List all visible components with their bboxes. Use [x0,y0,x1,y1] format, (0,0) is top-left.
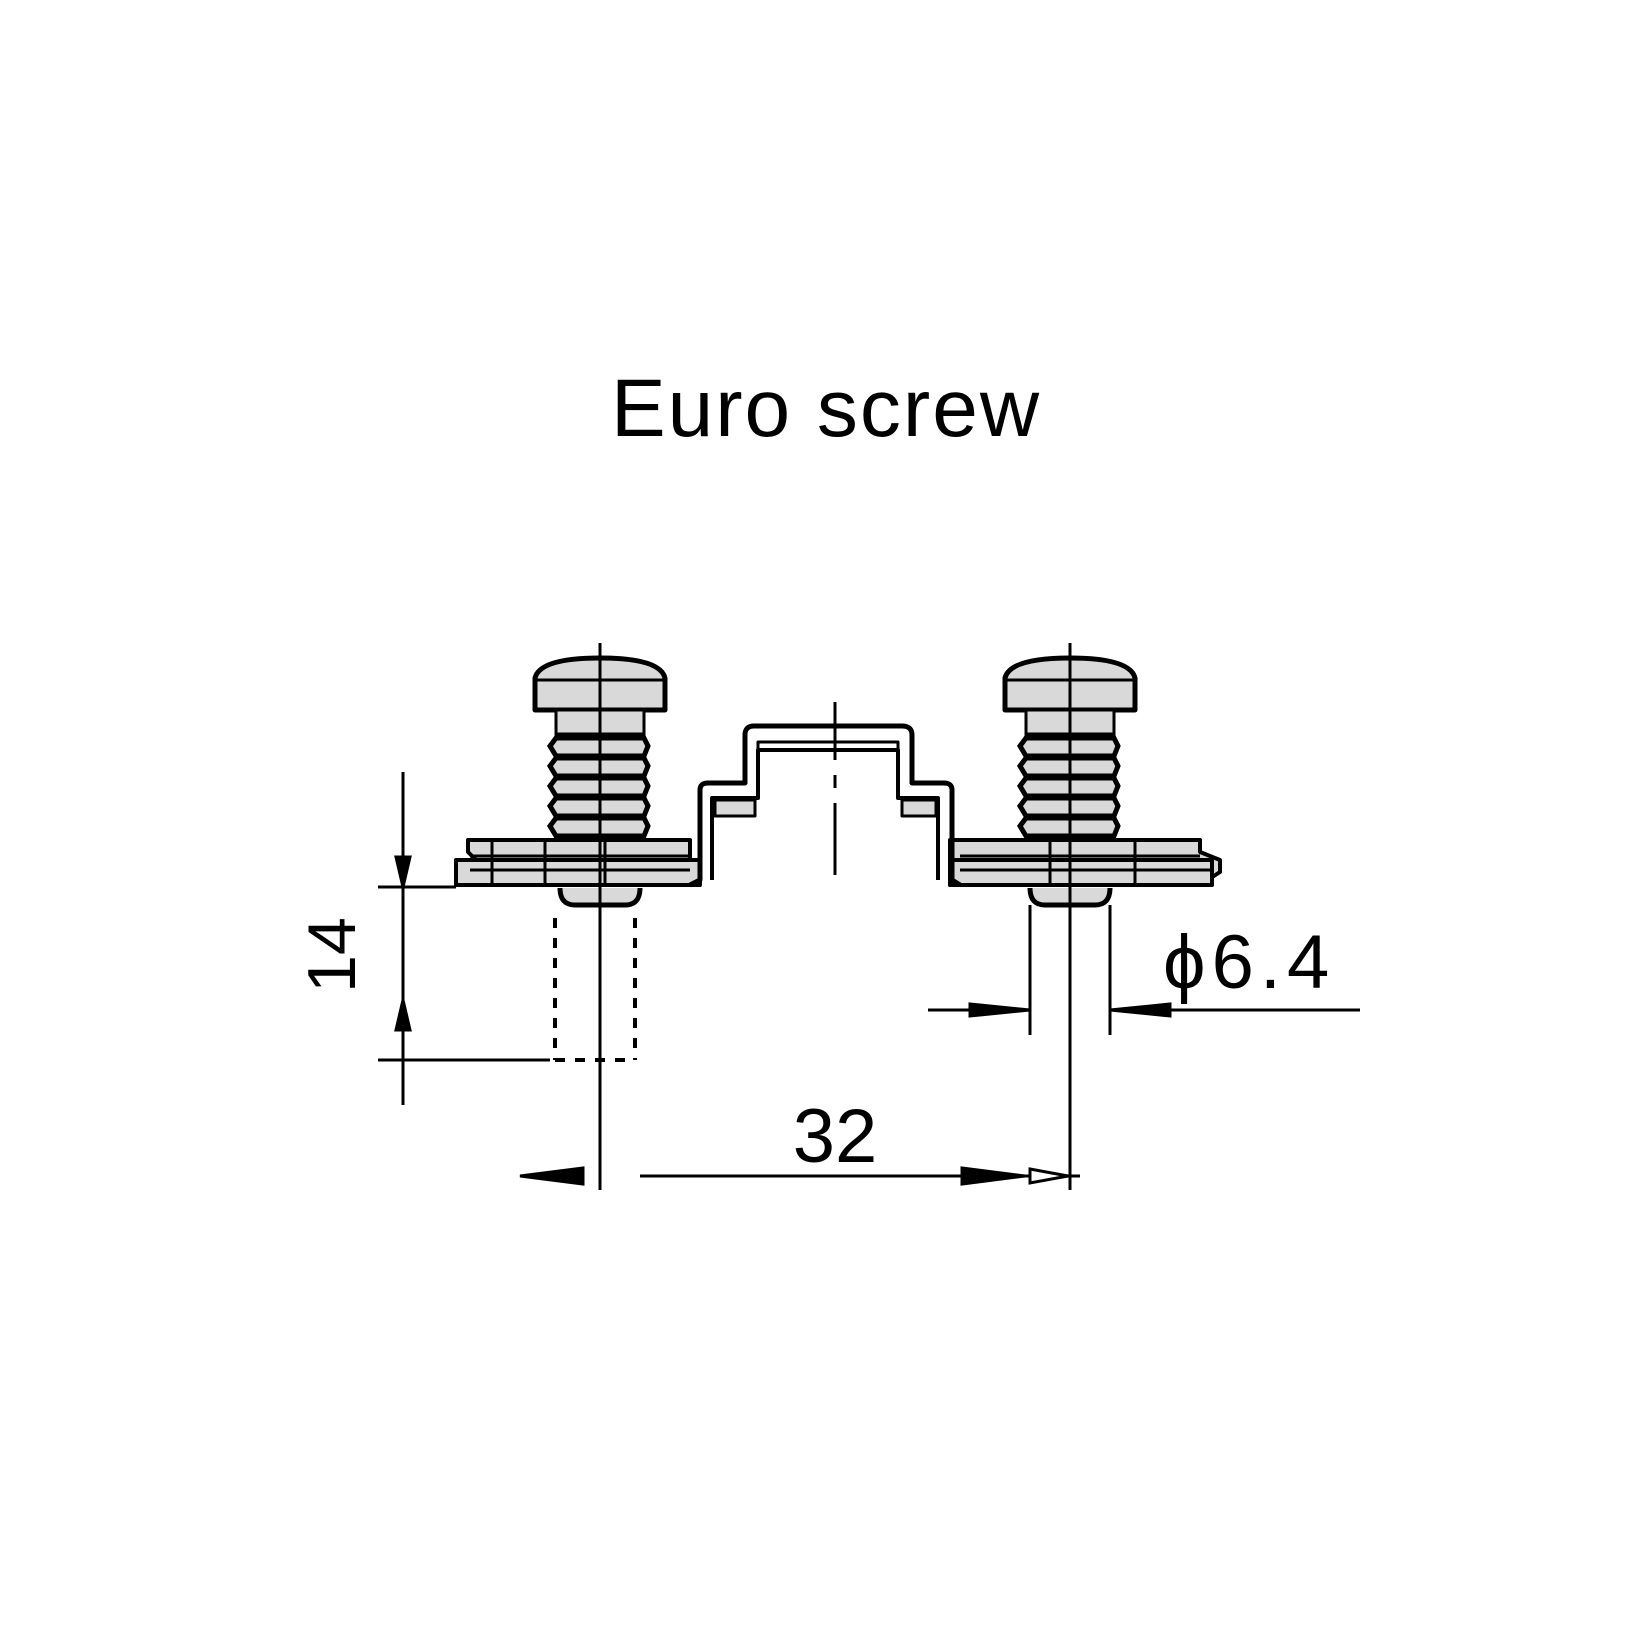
left-screw [532,643,668,1190]
right-screw [1002,643,1138,1190]
drawing-title: Euro screw [610,363,1042,454]
height-dimension-label: 14 [294,917,370,993]
hat-channel [688,723,962,888]
spacing-dimension-label: 32 [793,1094,878,1179]
diameter-dimension-label: ϕ6.4 [1163,920,1335,1005]
spacing-dimension [519,1166,1080,1186]
height-dimension [378,772,550,1105]
diameter-dimension [928,905,1360,1035]
mounting-plate [454,838,1222,887]
bore-hole-outline [553,918,637,1062]
plate-detail-lines [470,840,1210,885]
